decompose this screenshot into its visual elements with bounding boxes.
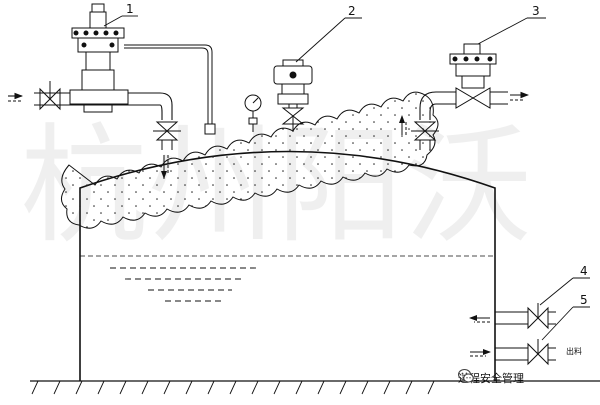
breather-valve	[273, 59, 313, 132]
callout-3: 3	[532, 4, 540, 18]
outlet-label: 出料	[566, 347, 582, 356]
source-badge: 过程安全管理	[458, 368, 524, 388]
nitrogen-supply-valve	[69, 3, 216, 135]
ground	[30, 380, 600, 395]
callout-1: 1	[126, 2, 134, 16]
liquid-level-lines	[110, 267, 260, 302]
wechat-icon	[458, 368, 474, 383]
side-valve-4	[469, 303, 556, 330]
relief-valve	[449, 43, 497, 109]
callout-leaders	[103, 15, 590, 341]
source-badge-text: 过程安全管理	[458, 372, 524, 385]
side-valve-5	[470, 339, 556, 366]
inlet-isolation-valve	[153, 121, 181, 150]
callout-2: 2	[348, 4, 356, 18]
inlet-manual-valve	[39, 81, 61, 111]
outlet-isolation-valve	[399, 115, 439, 150]
pressure-gauge	[244, 94, 262, 132]
relief-outlet-line	[419, 91, 530, 120]
inlet-flow-arrow	[161, 155, 169, 179]
nitrogen-blanket	[61, 91, 439, 229]
callout-4: 4	[580, 264, 588, 278]
callout-5: 5	[580, 293, 588, 307]
